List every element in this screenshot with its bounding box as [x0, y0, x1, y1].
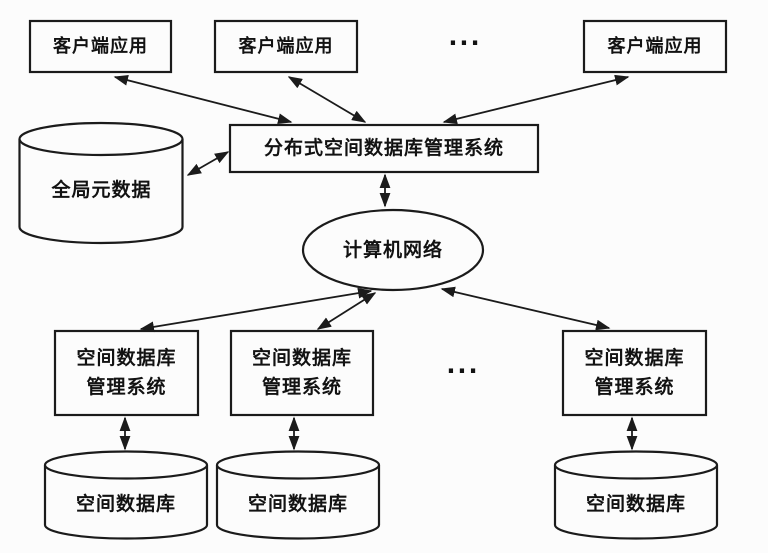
database-3-label: 空间数据库 [585, 492, 686, 515]
global-metadata-label: 全局元数据 [51, 178, 152, 201]
client-app-1-box [28, 19, 173, 74]
client-app-2-box [213, 19, 359, 74]
sdbms-1-box [53, 329, 200, 417]
database-2-cylinder-body [215, 465, 381, 540]
network-label: 计算机网络 [342, 238, 443, 261]
sdbms-1-label-line1: 空间数据库 [76, 347, 177, 369]
arrow-client-2-dsdbms [287, 76, 367, 123]
sdbms-ellipsis: ... [446, 350, 480, 379]
database-2-cylinder-top [215, 450, 381, 480]
arrow-network-sdbms-2 [316, 292, 377, 330]
database-1-cylinder-top [43, 450, 209, 480]
sdbms-1-label: 空间数据库 管理系统 [55, 331, 198, 415]
sdbms-3-label-line1: 空间数据库 [584, 347, 685, 369]
database-2-label: 空间数据库 [247, 492, 348, 515]
sdbms-2-box [229, 329, 375, 417]
database-1-cylinder-body [43, 465, 209, 540]
client-app-1-label: 客户端应用 [53, 35, 148, 57]
dsdbms-box [228, 123, 540, 174]
arrow-client-3-dsdbms [442, 74, 630, 125]
arrow-client-1-dsdbms [113, 74, 293, 125]
sdbms-2-label: 空间数据库 管理系统 [231, 331, 373, 415]
client-app-3-box [582, 19, 728, 74]
sdbms-2-label-line2: 管理系统 [261, 376, 342, 398]
database-3-cylinder-body [553, 465, 719, 540]
arrow-network-sdbms-1 [139, 287, 373, 333]
client-app-3-label: 客户端应用 [607, 35, 703, 57]
sdbms-3-label-line2: 管理系统 [594, 376, 675, 398]
sdbms-1-label-line2: 管理系统 [86, 376, 167, 398]
network-ellipse [301, 208, 485, 292]
database-3-cylinder-top [553, 450, 719, 480]
sdbms-3-box [561, 329, 708, 417]
global-metadata-cylinder-body [18, 139, 184, 245]
arrow-network-sdbms-3 [440, 286, 611, 331]
sdbms-3-label: 空间数据库 管理系统 [563, 331, 706, 415]
global-metadata-cylinder-top [18, 121, 184, 157]
dsdbms-label: 分布式空间数据库管理系统 [263, 137, 504, 160]
client-app-2-label: 客户端应用 [238, 35, 334, 57]
clients-ellipsis: ... [448, 22, 482, 51]
database-1-label: 空间数据库 [75, 492, 176, 515]
arrow-metadata-dsdbms [186, 151, 230, 176]
sdbms-2-label-line1: 空间数据库 [251, 347, 352, 369]
